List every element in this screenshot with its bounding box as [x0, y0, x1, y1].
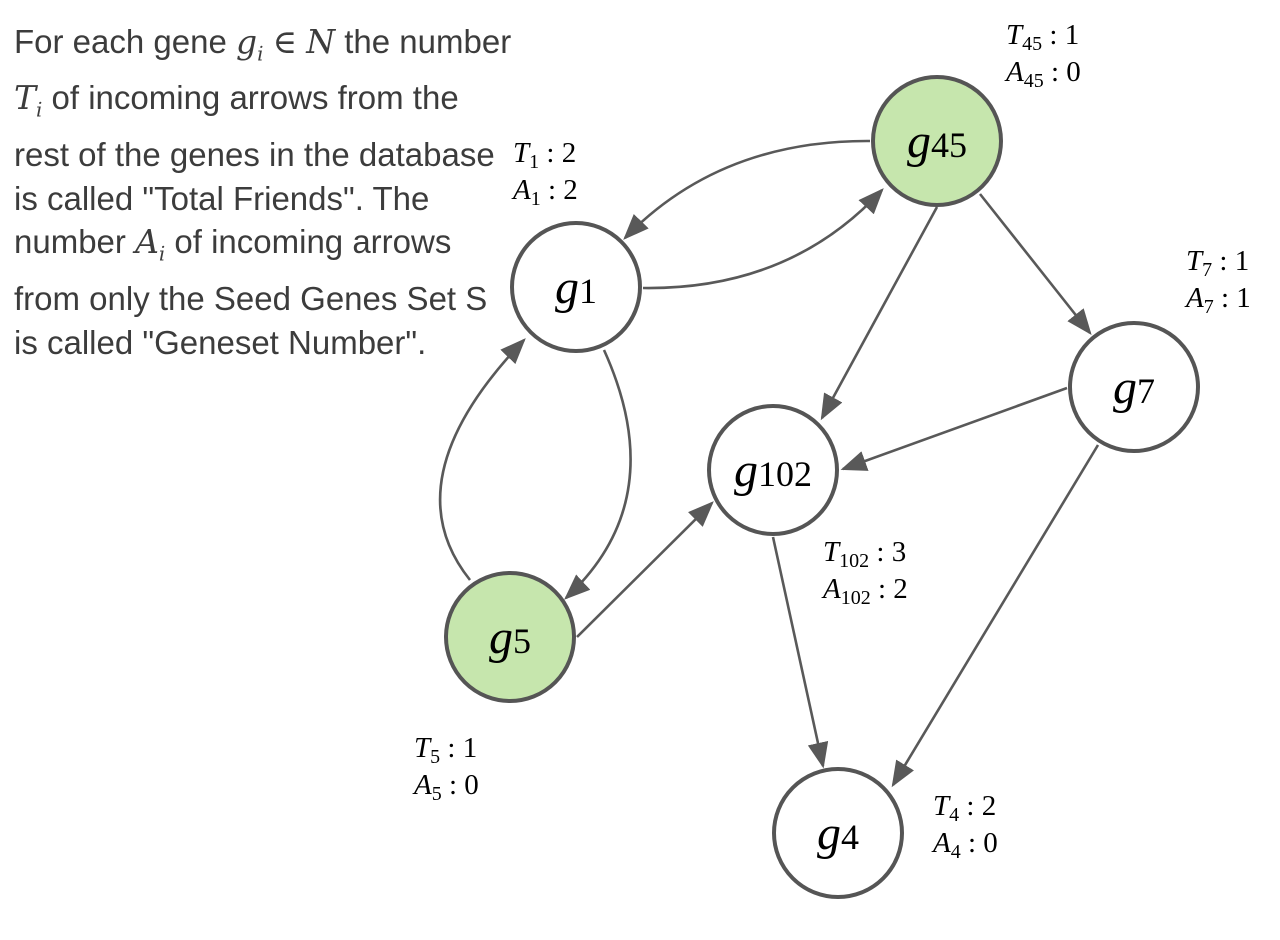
node-g4-label: g4	[817, 807, 859, 860]
node-g102-label: g102	[734, 444, 812, 497]
stat-T-g5: T5 : 1	[414, 732, 477, 768]
edge-g1-to-g45	[642, 188, 884, 290]
node-g1-circle	[510, 221, 642, 353]
node-g5-stats: T5 : 1A5 : 0	[412, 732, 479, 805]
stat-T-g4: T4 : 2	[933, 790, 996, 826]
node-g1: g1	[510, 221, 642, 353]
stat-A-g1: A1 : 2	[511, 174, 578, 210]
node-g45-label: g45	[907, 115, 967, 168]
edge-g7-to-g4	[891, 444, 1100, 788]
edge-g102-to-g4	[771, 536, 829, 769]
edge-g5-to-g102	[576, 501, 714, 638]
edge-g45-to-g1	[623, 139, 871, 240]
edge-g1-to-g5	[564, 349, 632, 600]
stat-A-g4: A4 : 0	[931, 827, 998, 863]
node-g45: g45	[871, 75, 1003, 207]
stat-T-g1: T1 : 2	[513, 137, 576, 173]
node-g4: g4	[772, 767, 904, 899]
stat-T-g7: T7 : 1	[1186, 245, 1249, 281]
edge-g45-to-g102	[820, 206, 939, 421]
node-g102: g102	[707, 404, 839, 536]
node-g7-stats: T7 : 1A7 : 1	[1184, 245, 1251, 318]
node-g7-label: g7	[1113, 361, 1155, 414]
node-g4-stats: T4 : 2A4 : 0	[931, 790, 998, 863]
node-g1-stats: T1 : 2A1 : 2	[511, 137, 578, 210]
stat-A-g5: A5 : 0	[412, 769, 479, 805]
node-g5-circle	[444, 571, 576, 703]
node-g102-circle	[707, 404, 839, 536]
stat-A-g7: A7 : 1	[1184, 282, 1251, 318]
edges	[438, 139, 1100, 788]
node-g7: g7	[1068, 321, 1200, 453]
node-g5-label: g5	[489, 611, 531, 664]
stat-A-g45: A45 : 0	[1004, 56, 1081, 92]
node-g1-label: g1	[555, 261, 597, 314]
edge-g7-to-g102	[840, 386, 1068, 471]
stat-T-g45: T45 : 1	[1006, 19, 1079, 55]
node-g7-circle	[1068, 321, 1200, 453]
description-text: For each gene gi ∈ N the number Ti of in…	[14, 22, 512, 361]
stat-T-g102: T102 : 3	[823, 536, 906, 572]
edge-g45-to-g7	[978, 193, 1092, 336]
node-g4-circle	[772, 767, 904, 899]
nodes: g1 g45 g7 g102 g5 g4	[444, 75, 1200, 899]
edge-g5-to-g1	[438, 338, 526, 581]
stat-A-g102: A102 : 2	[821, 573, 908, 609]
node-g45-circle	[871, 75, 1003, 207]
node-g5: g5	[444, 571, 576, 703]
